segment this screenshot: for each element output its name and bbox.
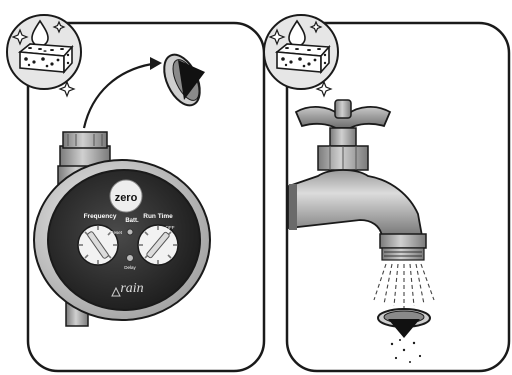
batt-label: Batt. xyxy=(125,218,139,224)
battery-led xyxy=(127,229,133,235)
reset-label: Reset xyxy=(110,230,123,235)
off-label: OFF xyxy=(166,225,175,230)
run-time-label: Run Time xyxy=(143,213,173,220)
rain-logo: rain xyxy=(120,281,143,296)
frequency-label: Frequency xyxy=(84,213,117,220)
run-time-dial[interactable] xyxy=(138,225,178,265)
water-timer: zero Frequency Batt. Run Time xyxy=(34,160,210,320)
left-panel: zero Frequency Batt. Run Time xyxy=(7,15,264,371)
delay-label: Delay xyxy=(124,265,136,270)
delay-button[interactable] xyxy=(127,255,134,262)
right-panel xyxy=(264,15,509,371)
timer-brand-badge: zero xyxy=(115,192,138,204)
